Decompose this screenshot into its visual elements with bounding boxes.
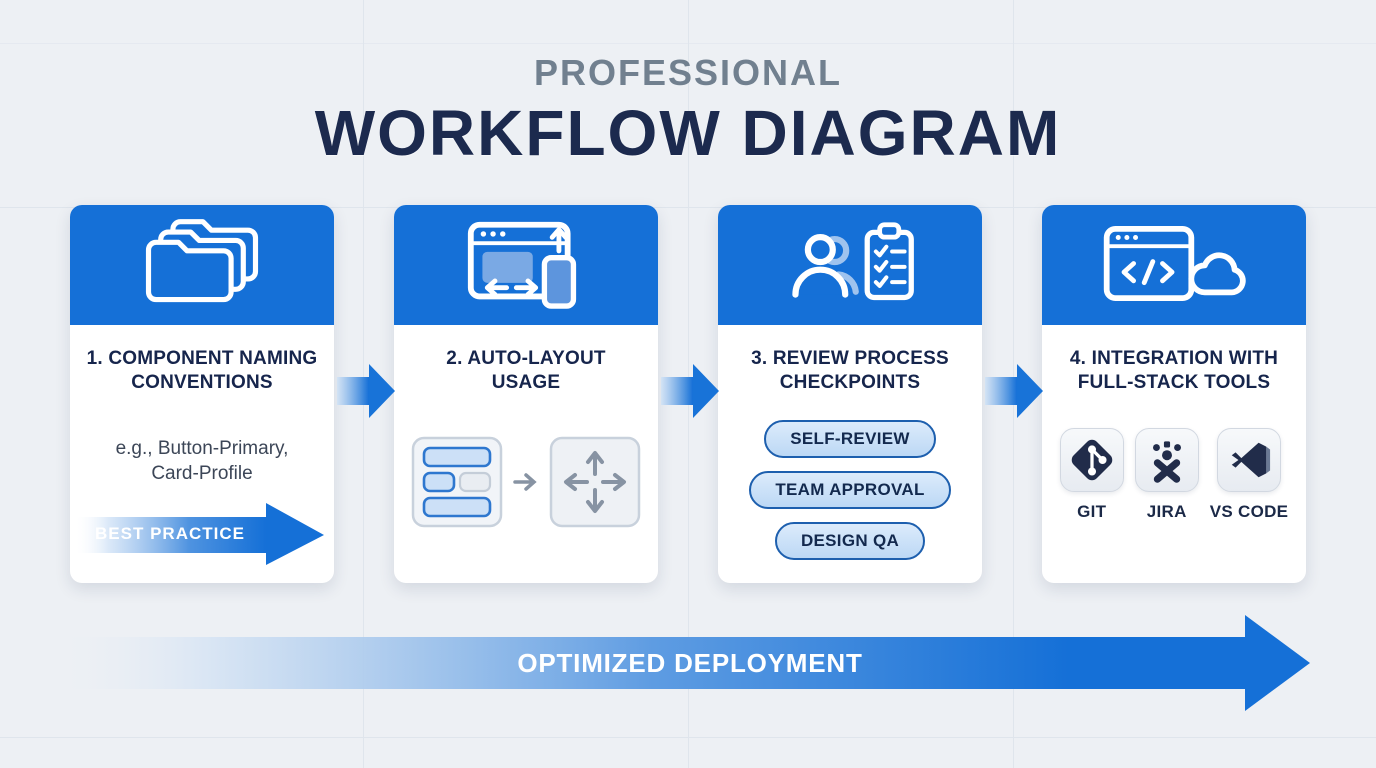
transform-arrow-icon — [511, 436, 541, 533]
page-title: WORKFLOW DIAGRAM — [314, 97, 1062, 169]
best-practice-label: BEST PRACTICE — [95, 524, 245, 543]
git-label: GIT — [1077, 501, 1107, 521]
checkpoint-self-review: SELF-REVIEW — [764, 419, 936, 458]
checkpoint-design-qa: DESIGN QA — [774, 521, 926, 560]
jira-label: JIRA — [1146, 501, 1187, 521]
team-checklist-icon — [783, 215, 917, 316]
card-integration-tools: 4. INTEGRATION WITH FULL-STACK TOOLS GIT — [1042, 205, 1306, 583]
optimized-deployment-label: OPTIMIZED DEPLOYMENT — [517, 647, 863, 678]
card2-heading: 2. AUTO-LAYOUT USAGE — [446, 348, 606, 394]
grid-line-horizontal — [0, 207, 1376, 208]
tool-vscode: VS CODE — [1209, 427, 1289, 522]
flow-arrow-3-icon — [985, 360, 1043, 422]
card3-header — [718, 205, 982, 325]
vscode-icon — [1217, 427, 1281, 492]
auto-layout-illustration — [411, 436, 641, 533]
layout-blocks-icon — [411, 436, 503, 533]
flow-arrow-2-icon — [661, 360, 719, 422]
optimized-deployment-arrow: OPTIMIZED DEPLOYMENT — [60, 613, 1310, 713]
card2-header — [394, 205, 658, 325]
card-auto-layout: 2. AUTO-LAYOUT USAGE — [394, 205, 658, 583]
grid-line-horizontal — [0, 737, 1376, 738]
resize-arrows-icon — [549, 436, 641, 533]
git-icon — [1059, 427, 1124, 492]
card1-header — [70, 205, 334, 325]
tool-jira: JIRA — [1134, 427, 1199, 522]
card-component-naming: 1. COMPONENT NAMING CONVENTIONS e.g., Bu… — [70, 205, 334, 583]
card4-heading: 4. INTEGRATION WITH FULL-STACK TOOLS — [1069, 348, 1279, 394]
jira-icon — [1134, 427, 1199, 492]
card1-heading: 1. COMPONENT NAMING CONVENTIONS — [86, 348, 318, 394]
best-practice-ribbon: BEST PRACTICE — [74, 501, 324, 567]
stacked-folders-icon — [141, 216, 263, 315]
card3-heading: 3. REVIEW PROCESS CHECKPOINTS — [751, 348, 949, 394]
tool-list: GIT JIRA — [1059, 427, 1289, 522]
checkpoint-team-approval: TEAM APPROVAL — [749, 470, 951, 509]
grid-line-horizontal — [0, 43, 1376, 44]
browser-responsive-icon — [463, 217, 589, 314]
vscode-label: VS CODE — [1209, 501, 1289, 521]
tool-git: GIT — [1059, 427, 1124, 522]
card1-example-text: e.g., Button-Primary, Card-Profile — [115, 437, 289, 485]
card4-header — [1042, 205, 1306, 325]
checkpoint-list: SELF-REVIEW TEAM APPROVAL DESIGN QA — [749, 419, 951, 560]
card-review-process: 3. REVIEW PROCESS CHECKPOINTS SELF-REVIE… — [718, 205, 982, 583]
title-eyebrow: PROFESSIONAL — [533, 52, 843, 93]
flow-arrow-1-icon — [337, 360, 395, 422]
code-window-cloud-icon — [1099, 217, 1249, 314]
